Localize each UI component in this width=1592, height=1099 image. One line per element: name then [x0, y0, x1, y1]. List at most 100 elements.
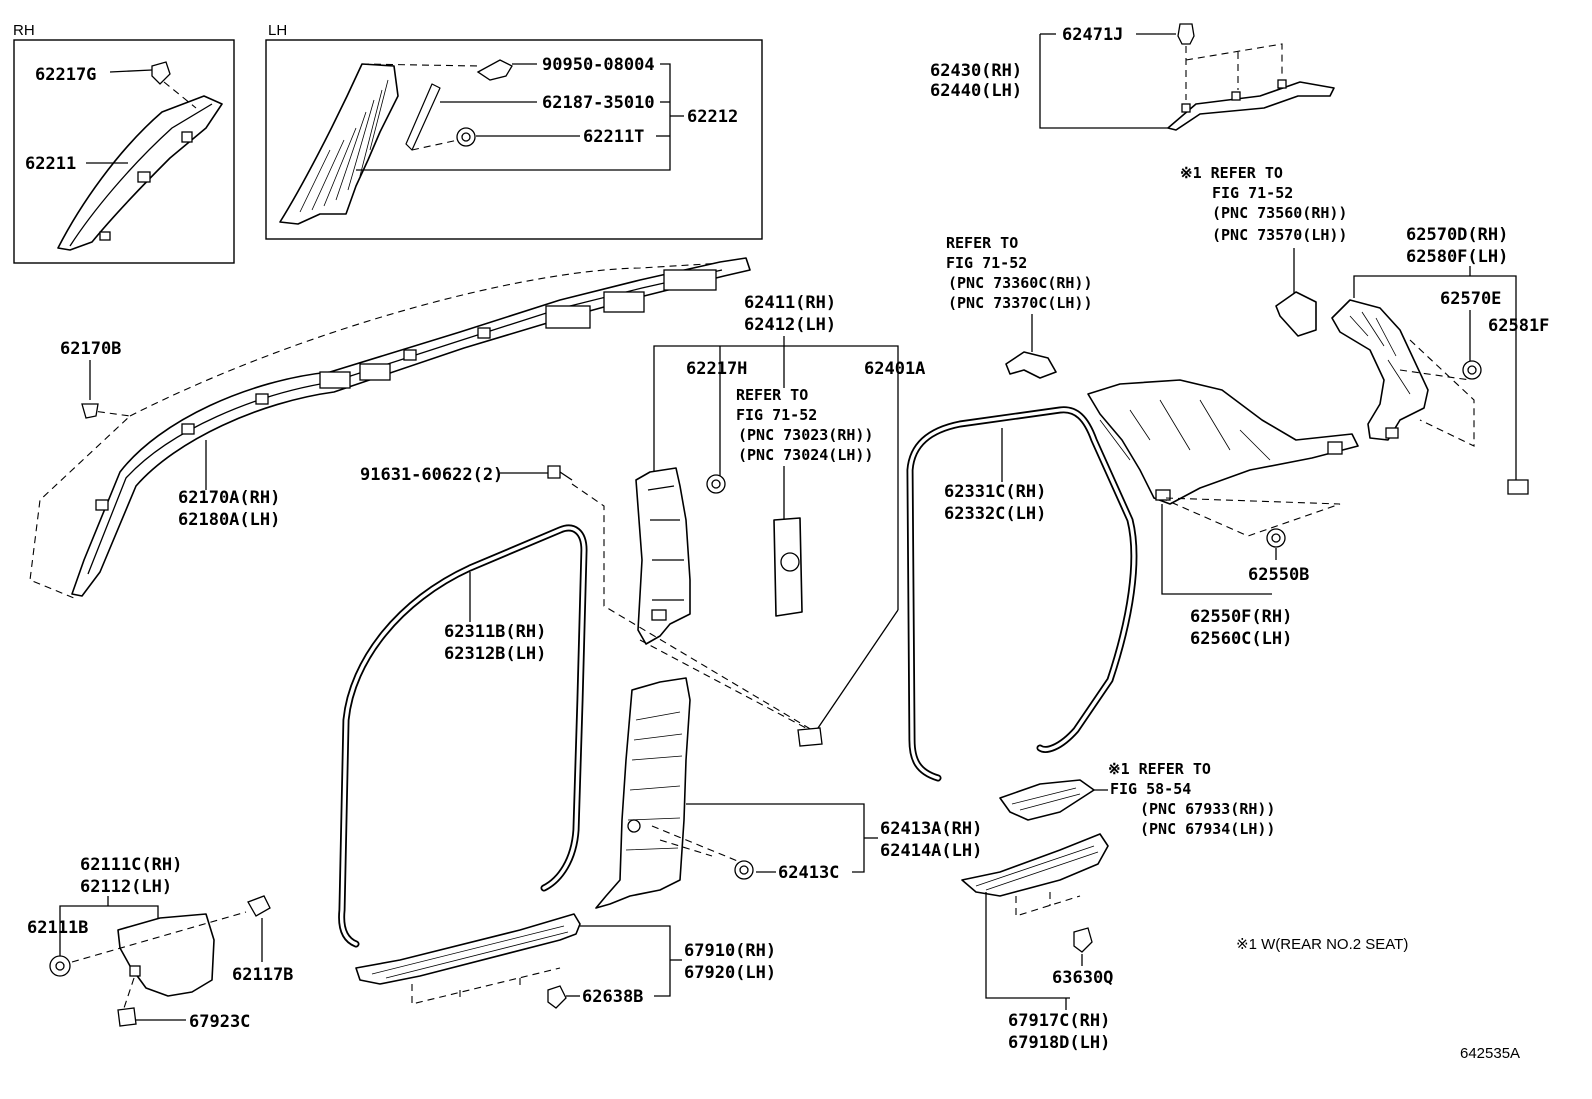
pillar-trim-73023-part [773, 517, 803, 617]
dash-line [123, 977, 135, 1009]
clip-62638B-icon [547, 985, 567, 1009]
step-cover-67933-part [999, 779, 1095, 821]
label-62638B: 62638B [582, 987, 643, 1007]
svg-text:(PNC 73370C(LH)): (PNC 73370C(LH)) [948, 294, 1093, 312]
bracket-67917C [985, 892, 1070, 999]
clip-90950-icon [476, 59, 513, 81]
clip-63630Q-icon [1073, 927, 1093, 953]
rear-pillar-garnish-part [1331, 299, 1429, 441]
weatherstrip-62187 [405, 83, 441, 151]
front-door-weatherstrip-part [338, 524, 588, 948]
label-62570D-rh: 62570D(RH) [1406, 225, 1508, 245]
svg-text:REFER TO: REFER TO [736, 386, 808, 404]
label-62332C-lh: 62332C(LH) [944, 504, 1046, 524]
svg-text:(PNC 67933(RH)): (PNC 67933(RH)) [1140, 800, 1275, 818]
label-62217H: 62217H [686, 359, 747, 379]
trim-73360C-part [1005, 351, 1057, 379]
label-67910-rh: 67910(RH) [684, 941, 776, 961]
bracket-62550F [1161, 504, 1272, 595]
label-90950-08004: 90950-08004 [542, 55, 655, 75]
clip-62471J-icon [1177, 23, 1195, 45]
diagram-id: 642535A [1460, 1045, 1520, 1062]
center-pillar-lower-garnish-part [595, 677, 691, 909]
label-62411-rh: 62411(RH) [744, 293, 836, 313]
clip-67923C-icon [117, 1007, 137, 1027]
label-62570E: 62570E [1440, 289, 1501, 309]
note-fig-71-52-pnc-73023: REFER TO FIG 71-52 (PNC 73023(RH)) (PNC … [736, 386, 873, 464]
label-62311B-rh: 62311B(RH) [444, 622, 546, 642]
dash-line [361, 63, 479, 67]
label-91631-60622: 91631-60622(2) [360, 465, 503, 485]
label-62117B: 62117B [232, 965, 293, 985]
clip-62217G-icon [151, 61, 171, 85]
label-62112-lh: 62112(LH) [80, 877, 172, 897]
bolt-91631-icon [547, 465, 573, 481]
label-62212: 62212 [687, 107, 738, 127]
note-fig-58-54-pnc-67933: ※1 REFER TO FIG 58-54 (PNC 67933(RH)) (P… [1108, 760, 1275, 838]
dash-line [1185, 43, 1283, 100]
label-62430-rh: 62430(RH) [930, 61, 1022, 81]
label-62111C-rh: 62111C(RH) [80, 855, 182, 875]
rh-group-label: RH [13, 22, 35, 39]
cowl-side-trim-part [117, 913, 215, 997]
label-62111B: 62111B [27, 918, 88, 938]
pillar-garnish-rh-part [57, 95, 223, 251]
clip-62211T-icon [456, 127, 476, 147]
label-62170A-rh: 62170A(RH) [178, 488, 280, 508]
dash-line [71, 911, 247, 963]
clip-62111B-icon [49, 955, 71, 977]
label-67917C-rh: 67917C(RH) [1008, 1011, 1110, 1031]
label-62440-lh: 62440(LH) [930, 81, 1022, 101]
svg-text:REFER TO: REFER TO [946, 234, 1018, 252]
label-62401A: 62401A [864, 359, 925, 379]
label-62413A-rh: 62413A(RH) [880, 819, 982, 839]
pillar-garnish-lh-part [279, 63, 441, 225]
label-62550F-rh: 62550F(RH) [1190, 607, 1292, 627]
label-67923C: 67923C [189, 1012, 250, 1032]
svg-text:(PNC 73570(LH)): (PNC 73570(LH)) [1212, 226, 1347, 244]
svg-text:(PNC 73024(LH)): (PNC 73024(LH)) [738, 446, 873, 464]
leader-line [817, 609, 899, 729]
rear-door-weatherstrip-part [906, 406, 1138, 782]
clip-62117B-icon [247, 895, 271, 917]
label-62560C-lh: 62560C(LH) [1190, 629, 1292, 649]
label-62580F-lh: 62580F(LH) [1406, 247, 1508, 267]
bracket-62570D [1353, 275, 1517, 480]
trim-73560-part [1275, 291, 1317, 337]
front-pillar-garnish-part [71, 257, 751, 597]
label-62414A-lh: 62414A(LH) [880, 841, 982, 861]
center-pillar-upper-garnish-part [635, 467, 691, 645]
note-fig-71-52-pnc-73560: ※1 REFER TO FIG 71-52 (PNC 73560(RH)) (P… [1180, 164, 1347, 244]
clip-62413C-icon [734, 860, 754, 880]
bracket-62411 [653, 345, 899, 480]
clip-62581F-icon [1507, 479, 1529, 495]
label-62471J: 62471J [1062, 25, 1123, 45]
svg-text:(PNC 73360C(RH)): (PNC 73360C(RH)) [948, 274, 1093, 292]
svg-text:FIG 58-54: FIG 58-54 [1110, 780, 1191, 798]
bracket-62413A [686, 803, 865, 873]
label-62217G: 62217G [35, 65, 96, 85]
svg-text:FIG 71-52: FIG 71-52 [736, 406, 817, 424]
svg-text:(PNC 73023(RH)): (PNC 73023(RH)) [738, 426, 873, 444]
label-67920-lh: 67920(LH) [684, 963, 776, 983]
label-62170B: 62170B [60, 339, 121, 359]
svg-text:(PNC 67934(LH)): (PNC 67934(LH)) [1140, 820, 1275, 838]
bracket-62212 [356, 63, 671, 171]
label-62180A-lh: 62180A(LH) [178, 510, 280, 530]
clip-62170B-icon [81, 403, 99, 419]
leader-line [109, 69, 153, 73]
note-fig-71-52-pnc-73360C: REFER TO FIG 71-52 (PNC 73360C(RH)) (PNC… [946, 234, 1093, 312]
svg-text:※1 REFER TO: ※1 REFER TO [1108, 760, 1211, 778]
clip-62217H-icon [706, 474, 726, 494]
dash-line [411, 139, 459, 151]
dash-line [1399, 339, 1475, 447]
footnote: ※1 W(REAR NO.2 SEAT) [1236, 936, 1408, 953]
svg-text:(PNC 73560(RH)): (PNC 73560(RH)) [1212, 204, 1347, 222]
rh-inset-box [13, 39, 235, 264]
retainer-62401A-icon [797, 727, 823, 747]
dash-line [571, 483, 813, 731]
dash-line [411, 967, 561, 1005]
label-62211T: 62211T [583, 127, 644, 147]
label-62550B: 62550B [1248, 565, 1309, 585]
